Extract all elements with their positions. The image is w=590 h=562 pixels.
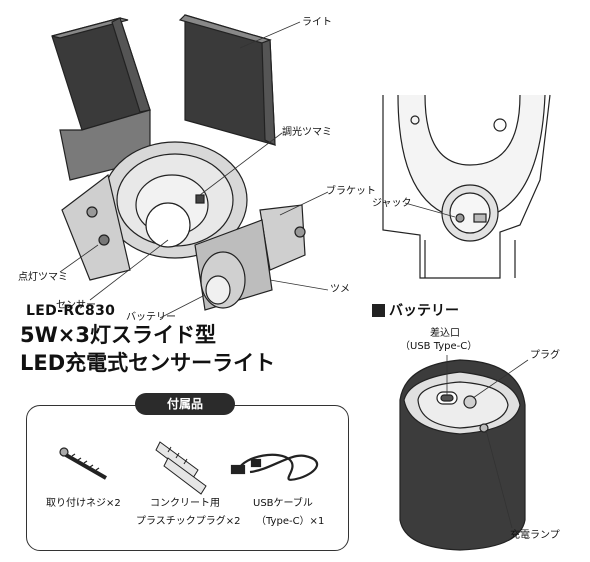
product-title-line1: 5W×3灯スライド型	[20, 323, 216, 347]
label-light: ライト	[302, 17, 332, 28]
label-sensor: センサー	[56, 300, 96, 311]
battery-drawing	[399, 359, 526, 551]
sensor-light-drawing	[51, 14, 306, 311]
label-port-line2: （USB Type-C）	[400, 341, 478, 352]
accessories-heading: 付属品	[135, 393, 235, 415]
label-jack: ジャック	[372, 198, 412, 209]
accessory-label-cable-line2: （Type-C）×1	[256, 516, 325, 527]
label-dimmer-knob: 調光ツマミ	[282, 127, 332, 138]
plastic-plug-icon	[155, 441, 207, 495]
battery-leader-lines	[446, 355, 529, 529]
label-tab: ツメ	[330, 284, 350, 295]
label-port-line1: 差込口	[430, 328, 460, 339]
bracket-back-drawing	[382, 94, 551, 279]
battery-section-title: バッテリー	[389, 303, 459, 319]
model-number: LED-RC830	[26, 303, 116, 319]
label-charge-lamp: 充電ランプ	[510, 530, 560, 541]
label-battery: バッテリー	[126, 312, 176, 323]
label-bracket: ブラケット	[326, 186, 376, 197]
heading-square-icon	[372, 303, 385, 317]
screw-icon	[59, 447, 107, 480]
label-lighting-knob: 点灯ツマミ	[18, 272, 68, 283]
usb-cable-icon	[230, 453, 319, 481]
accessory-label-plug-line2: プラスチックプラグ×2	[136, 516, 241, 527]
jack-leader	[404, 202, 456, 218]
accessory-label-plug-line1: コンクリート用	[150, 498, 220, 509]
leader-lines	[59, 21, 329, 319]
label-plug: プラグ	[530, 350, 560, 361]
accessory-label-cable-line1: USBケーブル	[253, 498, 313, 509]
battery-section-heading: バッテリー	[372, 300, 459, 320]
product-title-line2: LED充電式センサーライト	[20, 351, 276, 375]
accessory-label-screws: 取り付けネジ×2	[46, 498, 121, 509]
